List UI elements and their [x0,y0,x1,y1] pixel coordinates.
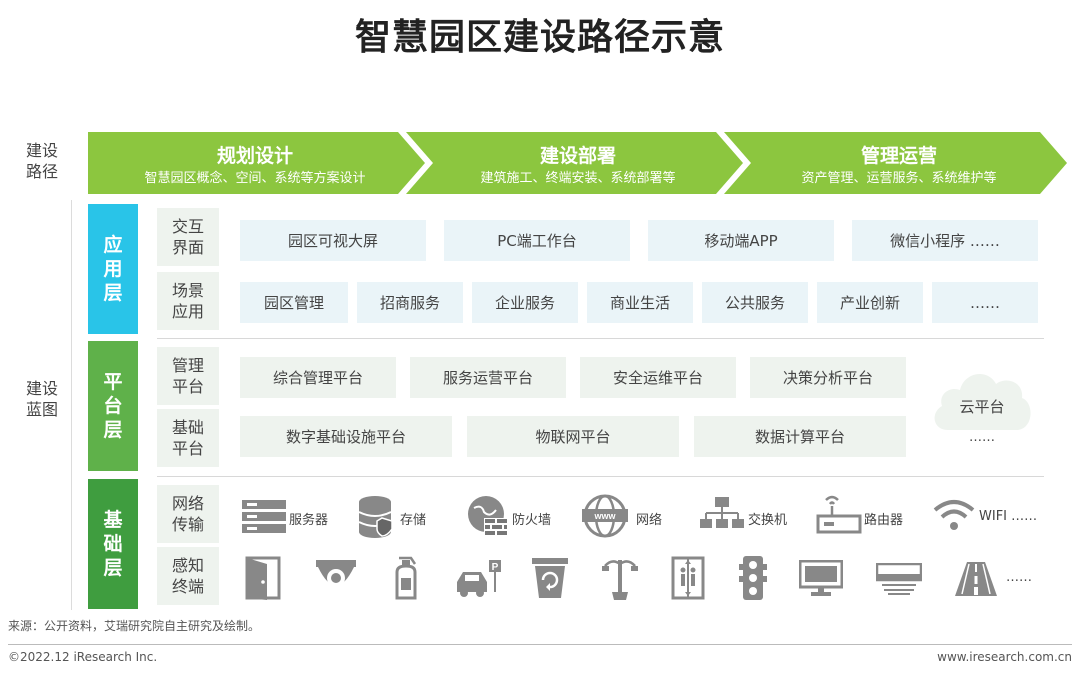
path-step-2: 建设部署 建筑施工、终端安装、系统部署等 [428,132,728,194]
cloud-icon [934,373,1031,430]
management-item: 综合管理平台 [240,357,396,398]
scenario-item: 企业服务 [472,282,578,323]
sub-label-scenario: 场景 应用 [157,272,219,330]
svg-text:P: P [492,562,499,573]
monitor-icon [799,560,843,596]
sub-label-interaction: 交互 界面 [157,208,219,266]
network-icon: www [582,494,628,538]
server-icon [242,500,286,533]
footer-divider [8,644,1072,645]
trash-bin-icon [532,558,568,598]
elevator-icon [671,556,705,600]
scenario-item: 商业生活 [587,282,693,323]
sub-label-infrastructure: 基础 平台 [157,409,219,467]
sub-label-network: 网络 传输 [157,485,219,543]
air-conditioner-icon [876,563,922,595]
svg-text:www: www [593,511,616,521]
layer-separator [157,476,1044,477]
sub-label-sensing: 感知 终端 [157,547,219,605]
infrastructure-item: 数据计算平台 [694,416,906,457]
cloud-label: 云平台 [959,398,1005,416]
layer-application: 应 用 层 [88,204,138,334]
network-item-label: 服务器 [289,513,329,528]
network-item-label: 存储 [400,513,427,528]
interaction-item: PC端工作台 [444,220,630,261]
network-item-label: WIFI …… [979,509,1038,524]
parking-icon: P [457,560,501,597]
path-arrow-2 [406,132,743,194]
switch-icon [700,497,744,528]
page-title: 智慧园区建设路径示意 [354,17,725,58]
camera-icon [316,560,356,587]
extinguisher-icon [395,556,417,600]
side-divider [71,200,72,610]
footer-website: www.iresearch.com.cn [937,650,1072,664]
firewall-icon [468,496,508,536]
cloud-more: …… [969,430,995,445]
network-item-label: 路由器 [864,513,904,528]
street-lamp-icon [602,560,638,600]
router-icon [816,495,862,534]
interaction-item: 微信小程序 …… [852,220,1038,261]
layer-foundation: 基 础 层 [88,479,138,609]
scenario-item: 公共服务 [702,282,808,323]
scenario-item: 招商服务 [357,282,463,323]
path-step-subtitle: 资产管理、运营服务、系统维护等 [801,171,997,186]
path-step-subtitle: 智慧园区概念、空间、系统等方案设计 [144,171,366,186]
network-item-label: 网络 [636,513,663,528]
path-step-subtitle: 建筑施工、终端安装、系统部署等 [480,171,676,186]
management-item: 安全运维平台 [580,357,736,398]
interaction-item: 移动端APP [648,220,834,261]
scenario-item: …… [932,282,1038,323]
traffic-light-icon [739,556,767,600]
path-step-3: 管理运营 资产管理、运营服务、系统维护等 [746,132,1052,194]
storage-icon [358,496,393,538]
footer-copyright: ©2022.12 iResearch Inc. [8,650,158,664]
layer-separator [157,338,1044,339]
path-step-1: 规划设计 智慧园区概念、空间、系统等方案设计 [100,132,410,194]
path-arrow-1 [88,132,425,194]
management-item: 决策分析平台 [750,357,906,398]
scenario-item: 产业创新 [817,282,923,323]
road-icon [955,562,997,596]
path-arrow-3 [724,132,1067,194]
door-icon [245,556,281,600]
side-label-blueprint: 建设 蓝图 [25,379,58,419]
interaction-item: 园区可视大屏 [240,220,426,261]
scenario-item: 园区管理 [240,282,348,323]
infrastructure-item: 物联网平台 [467,416,679,457]
sensing-more: …… [1006,570,1032,585]
path-arrows [88,132,1067,194]
path-step-title: 建设部署 [539,145,616,167]
network-item-label: 交换机 [748,513,788,528]
layer-platform: 平 台 层 [88,341,138,471]
path-step-title: 规划设计 [216,145,293,167]
infrastructure-item: 数字基础设施平台 [240,416,452,457]
network-item-label: 防火墙 [512,513,552,528]
sub-label-management: 管理 平台 [157,347,219,405]
wifi-icon [933,500,975,530]
source-note: 来源：公开资料，艾瑞研究院自主研究及绘制。 [8,619,261,633]
path-step-title: 管理运营 [860,145,937,167]
management-item: 服务运营平台 [410,357,566,398]
side-label-path: 建设 路径 [25,141,58,181]
